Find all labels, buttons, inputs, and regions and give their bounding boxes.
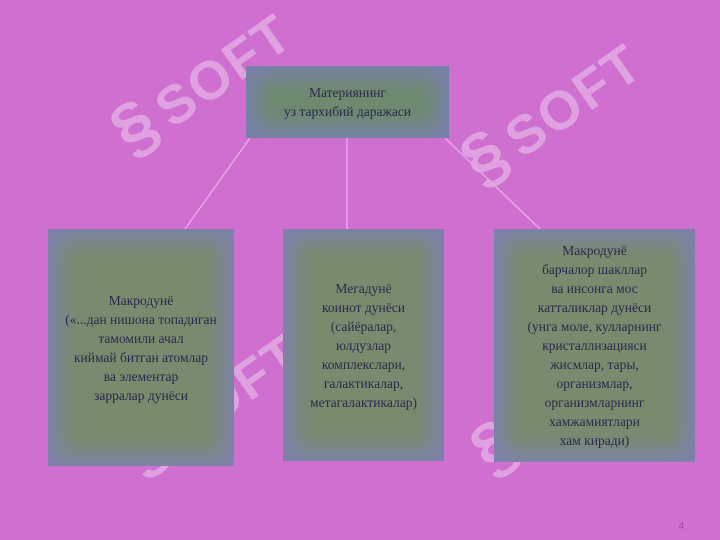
root-node: Материянинг уз тархибий даражаси bbox=[246, 66, 449, 138]
root-node-label: Материянинг уз тархибий даражаси bbox=[283, 85, 412, 119]
child-node-label: Мегадунё коинот дунёси (сайёралар, юлдуз… bbox=[310, 280, 417, 410]
child-node-middle: Мегадунё коинот дунёси (сайёралар, юлдуз… bbox=[283, 229, 444, 461]
connector-left bbox=[184, 137, 251, 230]
slide-number: 4 bbox=[678, 521, 684, 532]
child-node-right: Макродунё барчалор шакллар ва инсонга мо… bbox=[494, 229, 695, 462]
child-node-label: Макродунё («...дан нишона топадиган тамо… bbox=[65, 292, 217, 403]
connector-right bbox=[444, 137, 541, 230]
child-node-label: Макродунё барчалор шакллар ва инсонга мо… bbox=[527, 243, 662, 448]
child-node-left: Макродунё («...дан нишона топадиган тамо… bbox=[48, 229, 234, 466]
